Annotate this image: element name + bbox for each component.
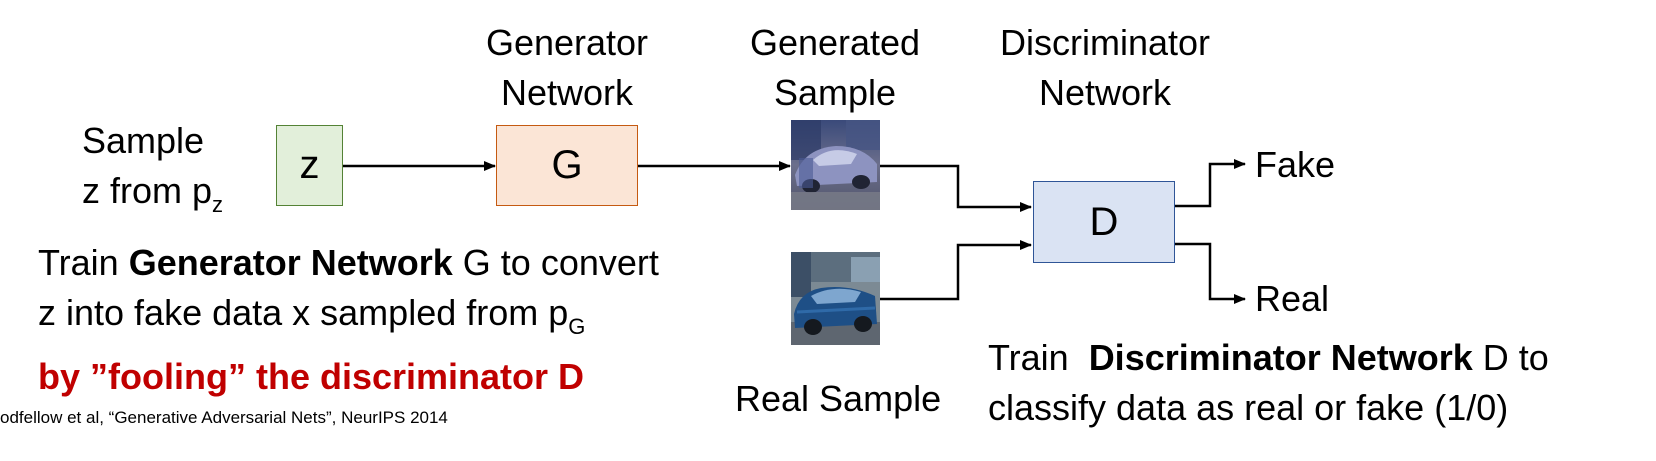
generator-description: Train Generator Network G to convert z i… [38,238,659,402]
arrow-d-to-fake [1174,159,1246,208]
gen-desc-subscript: G [568,314,586,339]
sample-label-line2: z from pz [82,166,223,230]
generated-sample-image [791,120,880,210]
arrow-d-to-real [1174,242,1246,304]
disc-desc-line1: Train Discriminator Network D to [988,333,1549,383]
real-sample-image [791,252,880,345]
generator-desc-line2: z into fake data x sampled from pG [38,288,659,352]
z-box: z [276,125,343,206]
real-output-label: Real [1255,278,1330,319]
generator-title-line2: Network [500,72,634,113]
disc-desc-text: D to [1472,337,1549,378]
gen-desc-bold: Generator Network [128,242,453,283]
generated-title-line2: Sample [773,72,897,113]
discriminator-description: Train Discriminator Network D to classif… [988,333,1549,433]
generator-title: Generator Network [467,18,667,118]
sample-label-prefix: z from p [82,170,213,211]
generated-title-line1: Generated [749,22,921,63]
real-sample-label: Real Sample [735,378,942,419]
disc-desc-bold: Discriminator Network [1088,337,1473,378]
generator-title-line1: Generator [485,22,649,63]
discriminator-title: Discriminator Network [980,18,1230,118]
discriminator-title-line2: Network [1038,72,1172,113]
fake-output-label: Fake [1255,144,1336,185]
citation: odfellow et al, “Generative Adversarial … [0,408,448,427]
arrow-real-to-d [880,240,1032,301]
gen-desc-text: G to convert [452,242,659,283]
discriminator-box: D [1033,181,1175,263]
generator-box: G [496,125,638,206]
generator-desc-line3: by ”fooling” the discriminator D [38,356,585,397]
disc-desc-text: Train [988,337,1089,378]
sample-label-line1: Sample [82,120,205,161]
sample-z-label: Sample z from pz [82,116,223,230]
gen-desc-text: z into fake data x sampled from p [38,292,569,333]
generator-desc-line1: Train Generator Network G to convert [38,238,659,288]
gen-desc-text: Train [38,242,129,283]
arrow-generated-to-d [880,164,1032,212]
disc-desc-line2: classify data as real or fake (1/0) [988,387,1509,428]
discriminator-title-line1: Discriminator [999,22,1211,63]
sample-label-subscript: z [212,192,224,217]
generated-sample-title: Generated Sample [735,18,935,118]
